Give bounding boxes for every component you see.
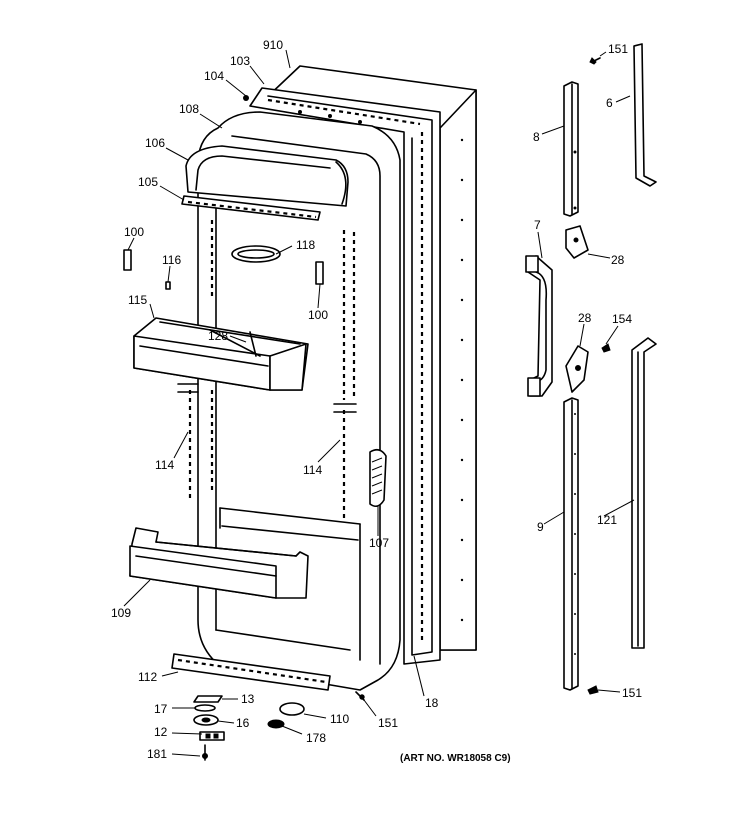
label-115: 115: [128, 293, 147, 307]
shelf-supports: [188, 220, 356, 520]
label-12: 12: [154, 725, 168, 739]
small-hardware: [193, 691, 365, 761]
label-6: 6: [606, 96, 613, 110]
label-154: 154: [612, 312, 632, 326]
label-107: 107: [369, 536, 389, 550]
label-28-upper: 28: [611, 253, 625, 267]
label-151-lower: 151: [622, 686, 642, 700]
label-114-left: 114: [155, 458, 174, 472]
label-106: 106: [145, 136, 165, 150]
label-16: 16: [236, 716, 250, 730]
lower-door-bin: [129, 527, 309, 599]
trim-6: [633, 43, 657, 187]
label-178: 178: [306, 731, 326, 745]
leader-lines: [123, 49, 635, 757]
label-128: 128: [208, 329, 228, 343]
door-shelf-bin: [133, 317, 309, 391]
trim-121: [631, 337, 657, 649]
shelf-clips: [123, 249, 324, 290]
label-18: 18: [425, 696, 439, 710]
label-110: 110: [330, 712, 349, 726]
door-handle-opening: [231, 245, 281, 263]
label-28-lower: 28: [578, 311, 592, 325]
label-104: 104: [204, 69, 224, 83]
hinge-bracket-28b: [565, 345, 589, 393]
label-17: 17: [154, 702, 168, 716]
screw-151-top: [589, 57, 601, 65]
label-108: 108: [179, 102, 199, 116]
handle-7: [525, 255, 553, 397]
liner-studs: [243, 95, 362, 124]
label-118: 118: [296, 238, 315, 252]
hinge-cover-8: [563, 81, 579, 217]
label-112: 112: [138, 670, 157, 684]
label-151-bottom: 151: [378, 716, 398, 730]
label-114-right: 114: [303, 463, 322, 477]
label-13: 13: [241, 692, 255, 706]
side-vent: [369, 448, 387, 508]
door-gasket: [249, 87, 441, 665]
screw-154: [601, 343, 611, 353]
screw-151-lower: [587, 685, 599, 695]
label-109: 109: [111, 606, 131, 620]
dairy-compartment-cover: [185, 145, 349, 207]
bottom-rail: [171, 653, 331, 691]
label-9: 9: [537, 520, 544, 534]
support-breaks: [177, 383, 357, 413]
label-105: 105: [138, 175, 158, 189]
label-121: 121: [597, 513, 617, 527]
hinge-bracket-28a: [565, 225, 589, 259]
label-181: 181: [147, 747, 167, 761]
callout-labels: 910 103 104 108 106 105 100 116 118 100 …: [111, 38, 642, 761]
label-151-top: 151: [608, 42, 628, 56]
art-number: (ART NO. WR18058 C9): [400, 753, 511, 764]
shelf-rail-top: [181, 195, 321, 221]
label-7: 7: [534, 218, 541, 232]
label-8: 8: [533, 130, 540, 144]
label-116: 116: [162, 253, 181, 267]
label-103: 103: [230, 54, 250, 68]
label-100-right: 100: [308, 308, 328, 322]
label-910: 910: [263, 38, 283, 52]
trim-9: [563, 397, 579, 691]
label-100-left: 100: [124, 225, 144, 239]
